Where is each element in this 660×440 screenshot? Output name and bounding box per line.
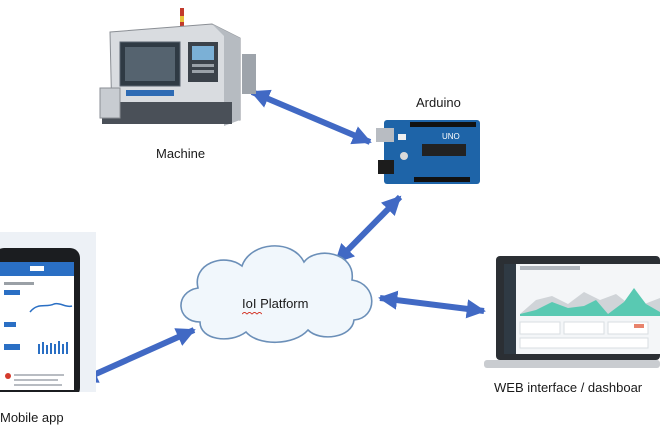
arrow-machine-arduino [250, 89, 372, 145]
machine-node [92, 2, 262, 134]
laptop-dashboard-icon [484, 256, 660, 368]
phone-app-icon [0, 248, 80, 392]
arduino-node: UNO [374, 116, 482, 188]
arduino-board-icon: UNO [376, 120, 480, 184]
cloud-label: IoI Platform [242, 296, 309, 311]
arduino-label: Arduino [416, 95, 461, 110]
spellcheck-underline [242, 312, 262, 315]
mobile-node [0, 232, 96, 392]
cloud-icon [180, 245, 373, 343]
arrow-cloud-mobile [78, 327, 196, 384]
arrow-cloud-web [378, 290, 486, 319]
cloud-node: IoI Platform [170, 230, 384, 348]
web-node [484, 256, 660, 370]
arrow-arduino-cloud [333, 194, 403, 265]
cnc-machine-icon [99, 8, 256, 126]
mobile-label: Mobile app [0, 410, 64, 425]
arduino-board-text: UNO [442, 132, 460, 141]
machine-label: Machine [156, 146, 206, 161]
web-label: WEB interface / dashboar [494, 380, 643, 395]
